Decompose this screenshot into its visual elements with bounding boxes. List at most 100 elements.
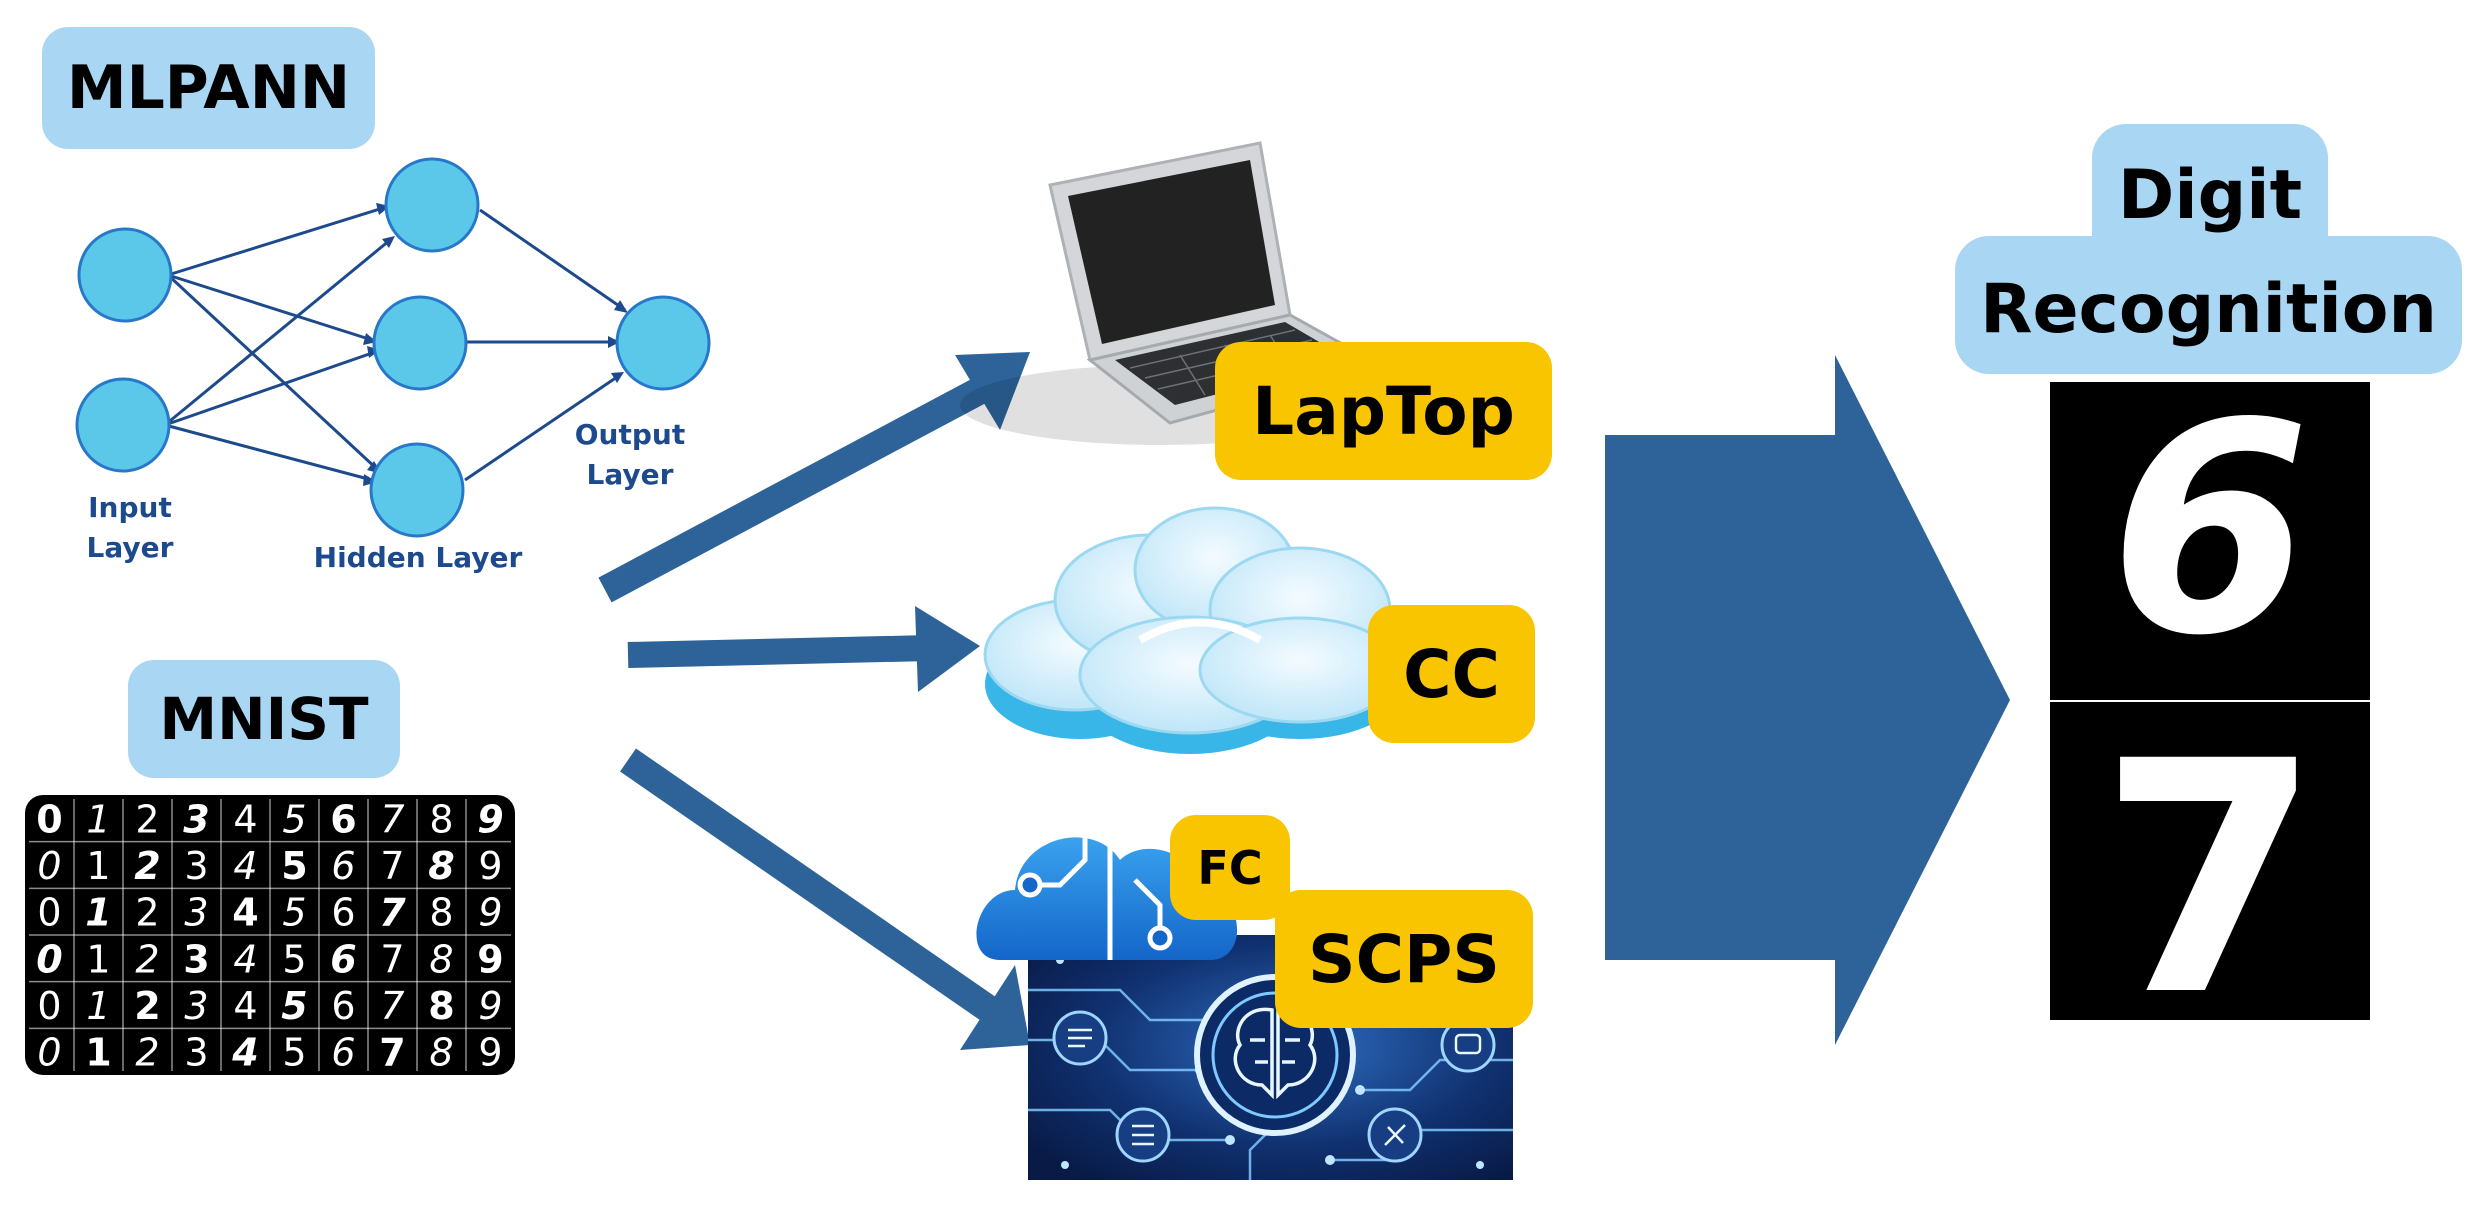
laptop-screen (1068, 160, 1275, 344)
arrow-to-cloud-head (915, 606, 980, 692)
mnist-digit: 3 (184, 984, 208, 1028)
mnist-digit: 8 (429, 937, 453, 981)
mlpann-title: MLPANN (42, 27, 375, 149)
fog-computing-label: FC (1170, 815, 1290, 920)
mnist-title: MNIST (128, 660, 400, 778)
mnist-digit: 1 (86, 797, 110, 841)
mnist-digit: 9 (478, 984, 502, 1028)
mnist-digit: 6 (331, 844, 355, 888)
mnist-digit: 7 (380, 984, 404, 1028)
distribution-arrows (598, 352, 1030, 1050)
digit-image-frame (2050, 702, 2370, 1020)
mnist-digit: 5 (282, 937, 306, 981)
input-layer-label: Input Layer (86, 491, 174, 564)
nn-arrowhead (608, 336, 620, 348)
mnist-digit: 1 (86, 937, 110, 981)
hidden-node (384, 157, 480, 253)
mnist-digit: 1 (86, 844, 110, 888)
mnist-digit: 1 (86, 984, 110, 1028)
mnist-digit: 2 (135, 797, 159, 841)
mnist-digit: 4 (231, 1031, 258, 1075)
mnist-digit: 2 (135, 1031, 159, 1075)
nn-arrowhead (614, 300, 628, 313)
nn-edges (164, 206, 626, 482)
arrow-to-edge (620, 748, 998, 1022)
mnist-digit: 0 (37, 1031, 61, 1075)
arrow-to-laptop-head (955, 352, 1030, 430)
recognized-digit: 7 (2099, 694, 2322, 1066)
mnist-digit: 5 (282, 891, 306, 935)
hidden-layer-label: Hidden Layer (313, 541, 523, 574)
mnist-digit: 9 (477, 797, 503, 841)
mnist-digit: 2 (134, 844, 160, 888)
mnist-digit: 6 (331, 984, 355, 1028)
output-node (615, 295, 711, 391)
cloud-computing-image (983, 506, 1405, 754)
mnist-digit: 4 (233, 937, 257, 981)
mnist-digit: 1 (85, 1031, 111, 1075)
mnist-digit: 9 (477, 937, 503, 981)
mnist-digit: 8 (429, 1031, 453, 1075)
nn-edge (164, 350, 376, 427)
mnist-digit: 4 (233, 984, 257, 1028)
mnist-digit: 0 (37, 844, 61, 888)
mnist-digit: 1 (85, 891, 111, 935)
mnist-digit: 8 (429, 797, 453, 841)
mnist-digit: 7 (379, 891, 406, 935)
mnist-digit: 0 (37, 891, 61, 935)
nn-edge (164, 423, 373, 482)
nn-edge (464, 373, 621, 482)
digit-recognition-title-line1: Digit (2117, 155, 2303, 235)
mnist-digit: 7 (379, 1031, 405, 1075)
mnist-digit: 3 (184, 1031, 208, 1075)
mnist-digit: 7 (380, 797, 404, 841)
nn-arrowhead (611, 372, 624, 383)
output-layer-label: Output Layer (574, 418, 686, 491)
mnist-digit: 9 (478, 891, 502, 935)
mnist-digit: 2 (134, 984, 160, 1028)
arrow-to-edge-head (960, 965, 1030, 1050)
mnist-digit: 6 (331, 1031, 355, 1075)
scps-label: SCPS (1275, 890, 1533, 1028)
nn-arrowhead (382, 236, 395, 248)
recognition-arrow (1605, 355, 2010, 1045)
mnist-digit: 4 (233, 797, 257, 841)
fc-circuit-nodes (1017, 872, 1173, 951)
input-node (77, 227, 173, 323)
recognized-digit-images: 6 7 (2050, 362, 2370, 1066)
cloud-computing-label: CC (1368, 605, 1535, 743)
hidden-node (369, 442, 465, 538)
mnist-digit: 0 (36, 797, 62, 841)
mnist-digit: 6 (330, 937, 356, 981)
mnist-digit: 5 (281, 844, 307, 888)
circuit-badge-glyphs (1068, 1028, 1482, 1146)
nn-edge (167, 206, 384, 277)
neural-network-diagram (75, 157, 711, 538)
mnist-digit: 3 (184, 891, 208, 935)
mnist-digit: 0 (36, 937, 62, 981)
mnist-digit: 0 (37, 984, 61, 1028)
fc-circuit-lines (1030, 820, 1163, 960)
mnist-digit: 2 (135, 937, 159, 981)
mnist-digit: 4 (233, 844, 257, 888)
mnist-digit: 5 (282, 1031, 306, 1075)
input-node (75, 377, 171, 473)
nn-edge (479, 208, 626, 312)
mnist-digit: 5 (282, 797, 306, 841)
mnist-digit: 8 (429, 891, 453, 935)
digit-recognition-title-line2: Recognition (1980, 269, 2437, 349)
cloud-body (983, 506, 1402, 735)
mnist-digit: 3 (183, 797, 209, 841)
mnist-digit: 8 (428, 984, 454, 1028)
laptop-label: LapTop (1215, 342, 1552, 480)
mnist-digit: 7 (380, 937, 404, 981)
mnist-digit: 7 (380, 844, 404, 888)
mnist-digit: 6 (331, 891, 355, 935)
arrow-to-cloud (627, 635, 931, 668)
recognized-digit: 6 (2109, 362, 2311, 699)
arrow-to-laptop (598, 372, 997, 603)
nn-edge (167, 273, 373, 342)
